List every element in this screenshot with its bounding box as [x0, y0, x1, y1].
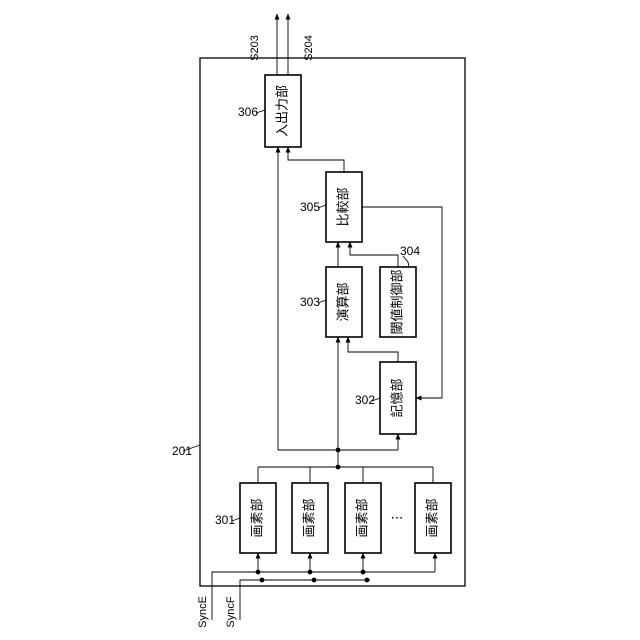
junction-dot: [308, 570, 313, 575]
output-label-s204: S204: [303, 35, 315, 61]
junction-dot: [312, 578, 317, 583]
compute-block-label: 演算部: [336, 282, 352, 321]
output-label-s203: S203: [249, 35, 261, 61]
compare-block-label: 比較部: [337, 187, 352, 226]
pixel-block-label: 画素部: [251, 498, 266, 537]
memory-block-label: 記憶部: [390, 378, 406, 417]
junction-dot: [365, 578, 370, 583]
compare-block-ref: 305: [300, 200, 320, 214]
io-block-label: 入出力部: [276, 85, 291, 137]
junction-dot: [361, 570, 366, 575]
synce-line: [212, 572, 435, 620]
compute-block-ref: 303: [300, 295, 320, 309]
threshold-block-ref: 304: [400, 244, 420, 258]
pixel-ellipsis: ⋯: [391, 511, 404, 526]
pixel-block-label: 画素部: [356, 498, 371, 537]
compare-to-io-arrow: [288, 147, 344, 172]
junction-dot: [256, 570, 261, 575]
input-label-synce: SyncE: [197, 596, 209, 628]
junction-dot: [260, 578, 265, 583]
pixel-block-label: 画素部: [426, 498, 441, 537]
pixel-block-label: 画素部: [303, 498, 318, 537]
threshold-block-label: 閾値制御部: [390, 269, 406, 334]
threshold-to-compare-arrow: [350, 242, 398, 267]
io-block-ref: 306: [238, 105, 258, 119]
memory-block-ref: 302: [355, 393, 375, 407]
device-ref-label: 201: [172, 444, 192, 458]
memory-to-compute-arrow: [348, 337, 398, 362]
pixel-block-ref: 301: [215, 513, 235, 527]
input-label-syncf: SyncF: [225, 596, 237, 627]
